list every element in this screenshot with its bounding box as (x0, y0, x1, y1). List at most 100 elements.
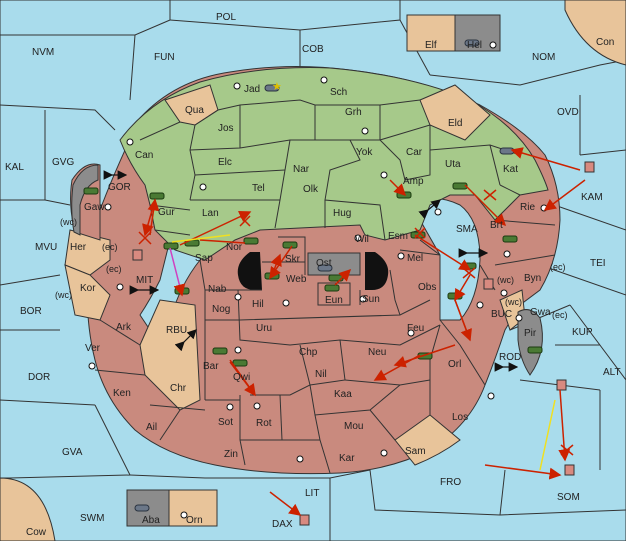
label-rie: Rie (520, 202, 535, 213)
label-fro: FRO (440, 477, 461, 488)
label-jos: Jos (218, 123, 234, 134)
label-kar: Kar (339, 453, 355, 464)
label-ver: Ver (85, 343, 101, 354)
label-web: Web (286, 274, 307, 285)
label-kaa: Kaa (334, 389, 352, 400)
label-ost: Ost (316, 258, 332, 269)
label-eld: Eld (448, 118, 462, 129)
label-alt: ALT (603, 367, 621, 378)
channel-cap-west (237, 252, 262, 290)
label-som: SOM (557, 492, 580, 503)
label-pir: Pir (524, 328, 537, 339)
coast-connectors (103, 170, 519, 372)
label-mou: Mou (344, 421, 363, 432)
label-qwi: Qwi (233, 372, 250, 383)
label-gaw: Gaw (84, 202, 105, 213)
label-coast-wc1: (wc) (60, 217, 77, 227)
label-kam: KAM (581, 192, 603, 203)
label-brt: Brt (490, 220, 503, 231)
label-coast-wc2: (wc) (55, 290, 72, 300)
label-tei: TEI (590, 258, 606, 269)
label-wil: Wil (355, 234, 369, 245)
label-coast-ec1: (ec) (102, 242, 118, 252)
label-amp: Amp (403, 176, 424, 187)
label-zin: Zin (224, 449, 238, 460)
label-kal: KAL (5, 162, 24, 173)
label-orl: Orl (448, 359, 461, 370)
label-kup: KUP (572, 327, 593, 338)
label-neu: Neu (368, 347, 386, 358)
label-coast-wc3: (wc) (497, 275, 514, 285)
label-lit: LIT (305, 488, 319, 499)
support-orders (171, 234, 556, 471)
move-orders (142, 147, 586, 516)
label-nog: Nog (212, 304, 230, 315)
label-orn: Orn (186, 515, 203, 526)
label-rod: ROD (499, 352, 521, 363)
label-buc: BUC (491, 309, 512, 320)
label-sun: Sun (362, 294, 380, 305)
label-nom: NOM (532, 52, 555, 63)
label-swm: SWM (80, 513, 104, 524)
dislodged-units (132, 161, 595, 526)
label-olk: Olk (303, 184, 319, 195)
label-pol: POL (216, 12, 236, 23)
label-mvu: MVU (35, 242, 57, 253)
star-icon: ★ (272, 80, 282, 93)
label-ovd: OVD (557, 107, 579, 118)
label-coast-wc4: (wc) (505, 297, 522, 307)
label-rbu: RBU (166, 325, 187, 336)
label-dor: DOR (28, 372, 50, 383)
label-elc: Elc (218, 157, 232, 168)
label-car: Car (406, 147, 423, 158)
supply-centers (88, 41, 548, 519)
label-chp: Chp (299, 347, 318, 358)
label-nil: Nil (315, 369, 327, 380)
label-kor: Kor (80, 283, 96, 294)
label-rot: Rot (256, 418, 272, 429)
label-nar: Nar (293, 164, 310, 175)
label-obs: Obs (418, 282, 436, 293)
label-hug: Hug (333, 208, 351, 219)
label-tel: Tel (252, 183, 265, 194)
label-skr: Skr (285, 254, 301, 265)
label-gva: GVA (62, 447, 83, 458)
label-gvg: GVG (52, 157, 74, 168)
label-grh: Grh (345, 107, 362, 118)
label-coast-ec2: (ec) (106, 264, 122, 274)
label-cob: COB (302, 44, 324, 55)
label-yok: Yok (356, 147, 373, 158)
label-aba: Aba (142, 515, 160, 526)
label-jad: Jad (244, 84, 260, 95)
label-sma: SMA (456, 224, 478, 235)
label-eun: Eun (325, 295, 343, 306)
province-her (64, 229, 111, 276)
label-los: Los (452, 412, 468, 423)
label-con: Con (596, 37, 614, 48)
label-dax: DAX (272, 519, 293, 530)
label-ken: Ken (113, 388, 131, 399)
label-hel: Hel (467, 40, 482, 51)
label-elf: Elf (425, 40, 437, 51)
label-sap: Sap (195, 253, 213, 264)
label-qua: Qua (185, 105, 204, 116)
label-chr: Chr (170, 383, 187, 394)
label-ark: Ark (116, 322, 132, 333)
label-hil: Hil (252, 299, 264, 310)
label-gur: Gur (158, 207, 175, 218)
province-kor (64, 264, 111, 321)
label-mel: Mel (407, 253, 423, 264)
label-sch: Sch (330, 87, 347, 98)
label-kat: Kat (503, 164, 518, 175)
province-labels: POL NVM FUN COB NOM Con OVD KAL GVG GOR … (5, 12, 621, 538)
cut-marks (138, 189, 574, 456)
label-coast-ec4: (ec) (552, 310, 568, 320)
label-sot: Sot (218, 417, 233, 428)
label-can: Can (135, 150, 153, 161)
label-feu: Feu (407, 323, 424, 334)
label-nor: Nor (226, 242, 243, 253)
province-orn (168, 489, 218, 527)
label-fun: FUN (154, 52, 175, 63)
